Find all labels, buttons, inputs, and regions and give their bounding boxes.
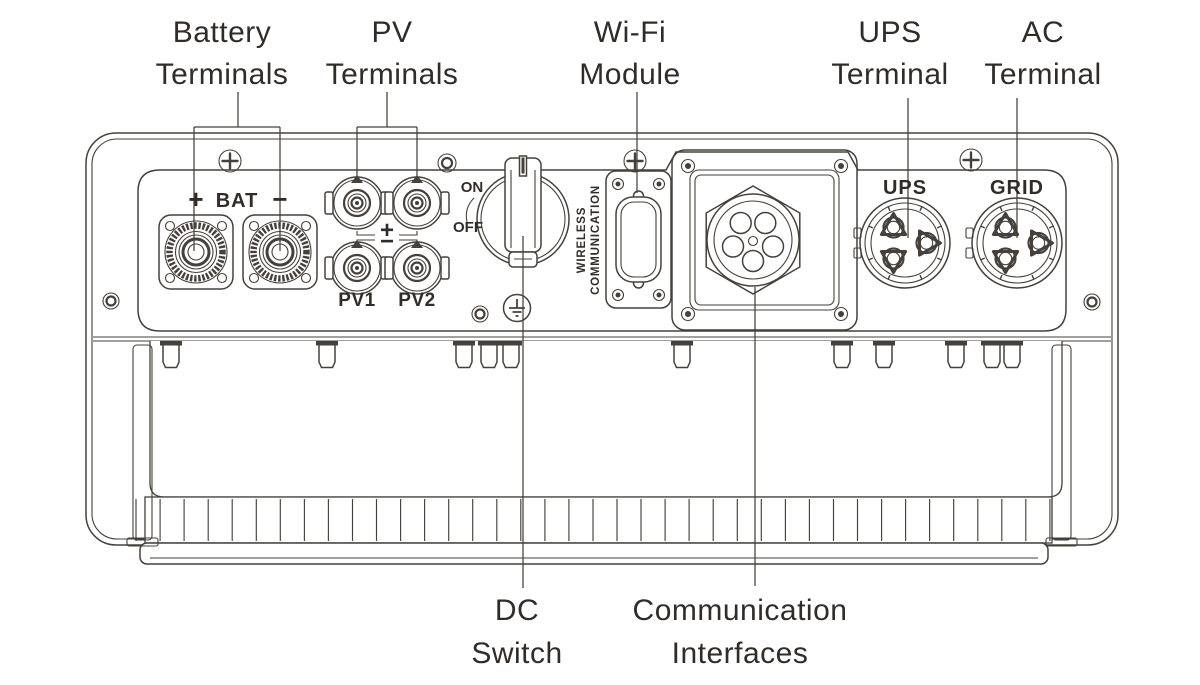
connector-panel-outline bbox=[137, 151, 1067, 332]
heat-sink-fins bbox=[135, 499, 1051, 541]
chassis-screw-right bbox=[958, 147, 984, 173]
bottom-tab bbox=[670, 340, 694, 369]
chassis-screw-middle bbox=[622, 148, 648, 174]
pv-label-line2: Terminals bbox=[326, 58, 459, 91]
cable-gland bbox=[705, 185, 801, 295]
switch-off-label: OFF bbox=[453, 219, 483, 236]
bottom-tab bbox=[159, 340, 183, 369]
mount-rail-left bbox=[126, 344, 159, 547]
communication-interfaces bbox=[671, 149, 858, 331]
battery-label-line1: Battery bbox=[173, 16, 272, 49]
bottom-tab bbox=[452, 340, 476, 369]
connector-ring-notches bbox=[868, 206, 1054, 280]
on-off-arrow bbox=[465, 197, 475, 223]
grid-terminal-connector bbox=[964, 196, 1064, 290]
panel-silkscreen: + BAT − + − PV1 PV2 ON OFF WIRELESS COMM… bbox=[188, 177, 1044, 311]
communication-label-line1: Communication bbox=[633, 594, 848, 627]
chassis-screw-left bbox=[217, 148, 243, 174]
ups-label-line1: UPS bbox=[858, 16, 921, 49]
bottom-tab bbox=[980, 340, 1004, 369]
bottom-tab bbox=[944, 340, 968, 369]
bat-plus-mark: + bbox=[188, 184, 203, 214]
mounting-hole-left bbox=[101, 291, 121, 311]
battery-leader bbox=[193, 92, 281, 251]
bottom-tab bbox=[315, 340, 339, 369]
ups-terminal-connector bbox=[852, 196, 952, 290]
switch-on-label: ON bbox=[461, 179, 484, 196]
bottom-face bbox=[93, 336, 1111, 565]
pv-polarity-link-lines bbox=[356, 231, 418, 243]
pv2-negative-connector bbox=[383, 238, 451, 296]
pv2-positive-connector bbox=[383, 173, 451, 231]
bottom-tab bbox=[499, 340, 523, 369]
grid-silkscreen: GRID bbox=[990, 177, 1044, 199]
comm-plate-screws bbox=[680, 158, 849, 322]
pv2-label: PV2 bbox=[398, 290, 435, 311]
ups-label-line2: Terminal bbox=[831, 58, 948, 91]
dc-switch-label-line2: Switch bbox=[471, 637, 562, 670]
bat-minus-mark: − bbox=[272, 184, 287, 214]
callout-leader-lines bbox=[193, 92, 1018, 588]
ac-label-line1: AC bbox=[1022, 16, 1065, 49]
wifi-plate-screw-holes bbox=[611, 177, 666, 302]
battery-label-line2: Terminals bbox=[156, 58, 289, 91]
bottom-tab bbox=[477, 340, 501, 369]
vent-hole-top bbox=[437, 153, 457, 173]
wifi-module bbox=[605, 170, 672, 309]
ups-silkscreen: UPS bbox=[883, 177, 927, 199]
wifi-label-line1: Wi-Fi bbox=[594, 16, 666, 49]
ground-symbol bbox=[502, 293, 532, 323]
bottom-tab bbox=[872, 340, 896, 369]
ac-label-line2: Terminal bbox=[984, 58, 1101, 91]
pv-leader bbox=[356, 92, 418, 176]
wifi-label-line2: Module bbox=[579, 58, 680, 91]
bat-label: BAT bbox=[216, 190, 259, 212]
battery-terminal-positive bbox=[159, 215, 233, 289]
pv1-label: PV1 bbox=[338, 290, 375, 311]
pv-plus-mark: + bbox=[380, 217, 394, 244]
mounting-hole-center bbox=[470, 304, 490, 324]
wireless-text-line2: COMMUNICATION bbox=[590, 185, 602, 295]
mounting-hole-right bbox=[1082, 292, 1102, 312]
pv-label-line1: PV bbox=[371, 16, 412, 49]
bottom-tab bbox=[830, 340, 854, 369]
callout-labels: Battery Terminals PV Terminals Wi-Fi Mod… bbox=[156, 16, 1102, 670]
dc-switch-label-line1: DC bbox=[495, 594, 539, 627]
communication-label-line2: Interfaces bbox=[672, 637, 809, 670]
wireless-text-line1: WIRELESS bbox=[576, 207, 588, 273]
bottom-tab bbox=[1000, 340, 1024, 369]
mount-rail-right bbox=[1045, 344, 1078, 547]
pv-minus-mark: − bbox=[380, 228, 394, 255]
